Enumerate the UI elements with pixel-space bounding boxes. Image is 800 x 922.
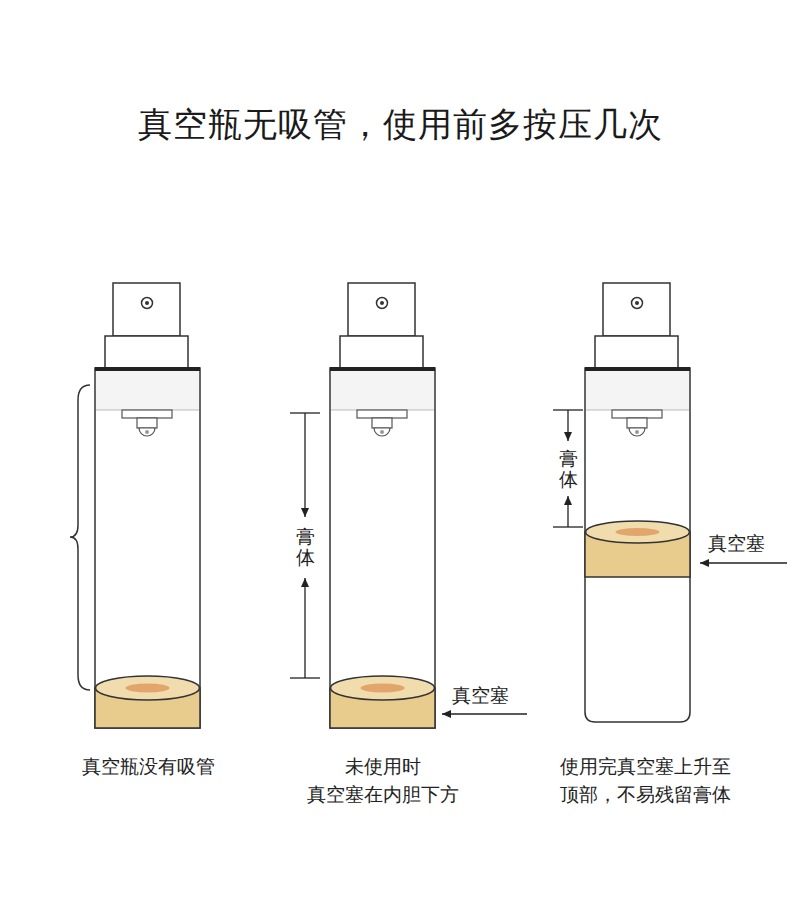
bottle-1 xyxy=(70,283,200,728)
dimension-label: 膏体 xyxy=(559,448,578,490)
brace xyxy=(70,385,90,690)
bottle-2 xyxy=(290,283,527,728)
part-label: 真空塞 xyxy=(452,684,509,707)
title: 真空瓶无吸管，使用前多按压几次 xyxy=(0,102,800,148)
caption: 真空瓶没有吸管 xyxy=(48,752,248,780)
pointer-arrow xyxy=(442,713,527,714)
dimension-line xyxy=(553,410,583,527)
caption: 使用完真空塞上升至 顶部，不易残留膏体 xyxy=(535,752,755,808)
dimension-label: 膏体 xyxy=(296,526,315,568)
vacuum-stopper xyxy=(585,521,690,577)
bottle-3 xyxy=(553,283,787,722)
caption: 未使用时 真空塞在内胆下方 xyxy=(283,752,483,808)
vacuum-stopper xyxy=(330,676,435,728)
dimension-line xyxy=(290,413,320,678)
vacuum-stopper xyxy=(95,676,200,728)
part-label: 真空塞 xyxy=(708,532,765,555)
pointer-arrow xyxy=(700,562,787,563)
